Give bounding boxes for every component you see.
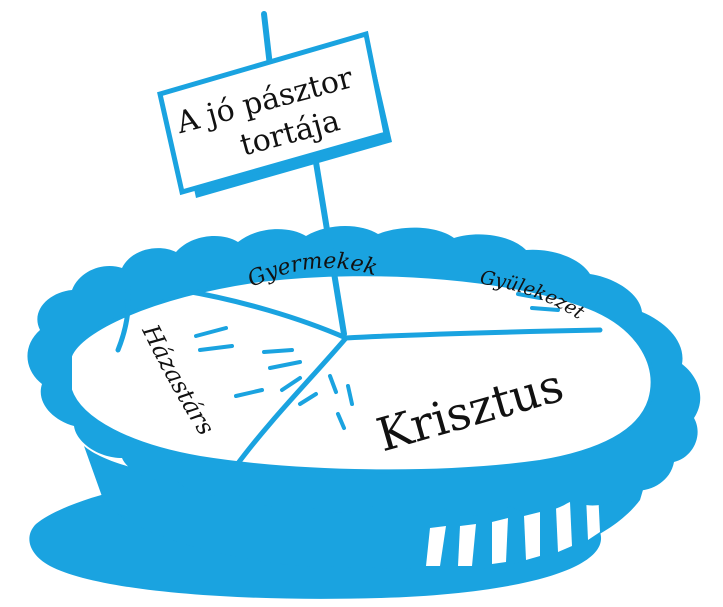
sign-post-top [264, 14, 270, 66]
